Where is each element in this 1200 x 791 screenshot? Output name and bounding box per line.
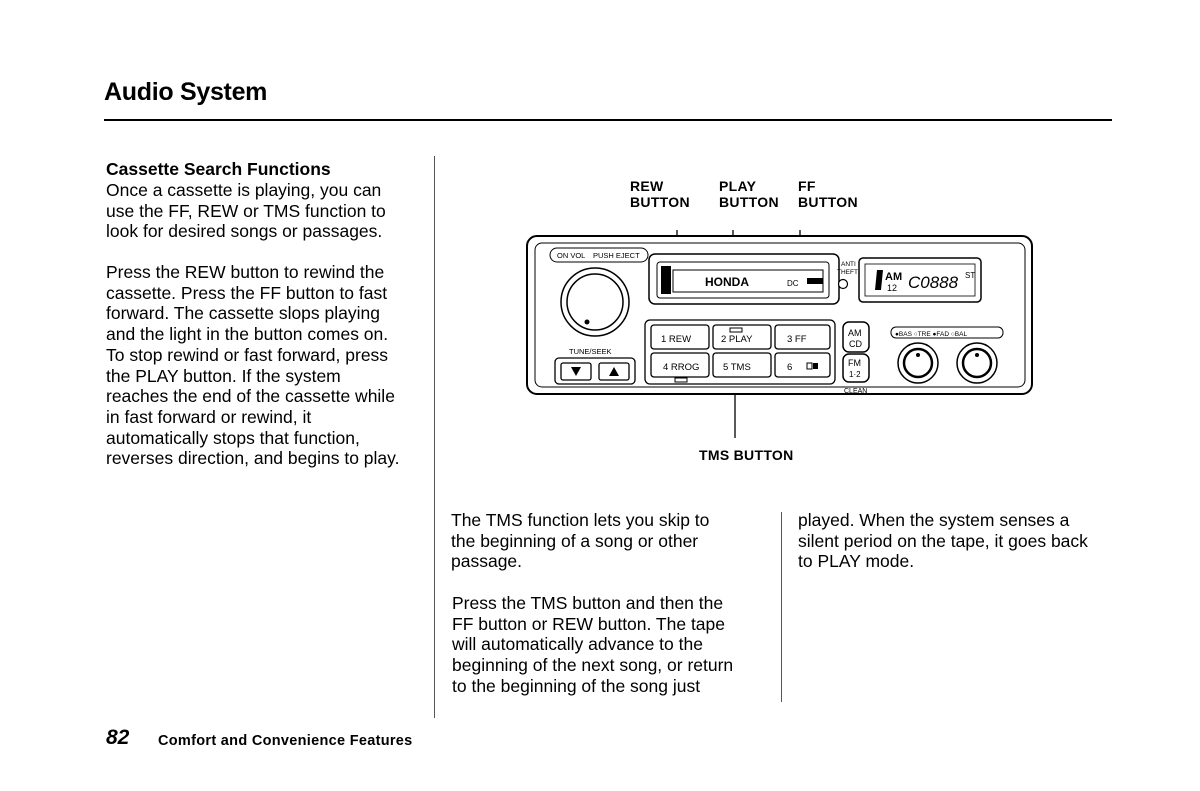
am-label: AM <box>848 328 862 338</box>
display-frequency: C0888 <box>908 273 959 292</box>
middle-paragraph-1: The TMS function lets you skip to the be… <box>451 510 710 572</box>
display-stereo: ST <box>965 271 975 280</box>
preset-2-label: 2 PLAY <box>721 334 753 345</box>
preset-6-button[interactable]: 6 <box>774 352 831 378</box>
callout-rew-button: REW BUTTON <box>630 178 690 210</box>
left-paragraph-2: Press the REW button to rewind the casse… <box>106 262 400 469</box>
clean-label: CLEAN <box>844 388 867 395</box>
display-preset: 12 <box>887 283 897 293</box>
fm-button[interactable]: FM 1·2 <box>842 353 870 383</box>
preset-3-ff-button[interactable]: 3 FF <box>774 324 831 350</box>
fader-balance-knob[interactable] <box>956 342 998 384</box>
column-divider-right <box>781 512 782 702</box>
fm-12-label: 1·2 <box>849 370 861 379</box>
preset-2-play-button[interactable]: 2 PLAY <box>712 324 772 350</box>
page-number: 82 <box>106 726 130 749</box>
bass-treble-knob[interactable] <box>897 342 939 384</box>
volume-knob[interactable] <box>560 267 630 337</box>
display-band: AM <box>885 271 902 283</box>
radio-illustration: ON VOL PUSH EJECT TUNE/SEEK HONDA DC ANT… <box>526 230 1033 438</box>
cd-label: CD <box>849 339 862 349</box>
preset-5-tms-button[interactable]: 5 TMS <box>712 352 772 378</box>
left-paragraph-1: Once a cassette is playing, you can use … <box>106 180 386 242</box>
seek-up-button[interactable] <box>598 362 630 381</box>
preset-6-label: 6 <box>787 362 792 373</box>
preset-3-label: 3 FF <box>787 334 807 345</box>
preset-4-prog-button[interactable]: 4 RROG <box>650 352 710 383</box>
anti-theft-label-1: ANTI <box>841 261 856 268</box>
preset-1-label: 1 REW <box>661 334 691 345</box>
header-rule <box>104 119 1112 121</box>
preset-5-label: 5 TMS <box>723 362 751 373</box>
push-eject-label: PUSH EJECT <box>593 251 640 260</box>
callout-play-button: PLAY BUTTON <box>719 178 779 210</box>
callout-ff-button: FF BUTTON <box>798 178 858 210</box>
anti-theft-label-2: THEFT <box>837 269 858 276</box>
anti-theft-indicator <box>837 278 849 290</box>
on-vol-label: ON VOL <box>557 251 585 260</box>
page-title: Audio System <box>104 78 268 106</box>
middle-paragraph-2: Press the TMS button and then the FF but… <box>452 593 734 696</box>
dolby-mark: DC <box>787 279 799 288</box>
am-cd-button[interactable]: AM CD <box>842 321 870 353</box>
tune-seek-label: TUNE/SEEK <box>569 347 612 356</box>
preset-1-rew-button[interactable]: 1 REW <box>650 324 710 350</box>
honda-logo: HONDA <box>705 275 749 289</box>
section-subheading: Cassette Search Functions <box>106 159 331 179</box>
right-paragraph-1: played. When the system senses a silent … <box>798 510 1088 572</box>
cassette-slot: HONDA DC <box>648 253 840 305</box>
footer-section-title: Comfort and Convenience Features <box>158 733 413 749</box>
column-divider-left <box>434 156 435 718</box>
tone-control-labels: ●BAS ○TRE ●FAD ○BAL <box>895 331 967 338</box>
fm-label: FM <box>848 358 861 368</box>
lcd-display: AM 12 C0888 ST <box>858 257 982 303</box>
preset-4-label: 4 RROG <box>663 362 699 373</box>
callout-tms-button: TMS BUTTON <box>699 447 794 463</box>
seek-down-button[interactable] <box>560 362 592 381</box>
